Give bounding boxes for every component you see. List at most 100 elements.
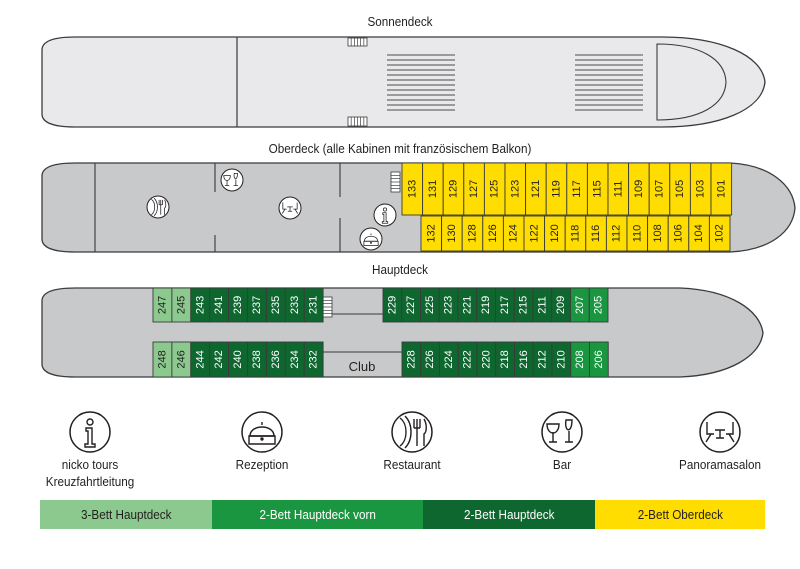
cabin-117[interactable]: 117 [566, 162, 588, 216]
cabin-225[interactable]: 225 [420, 287, 440, 323]
cabin-212[interactable]: 212 [532, 341, 553, 378]
cabin-121[interactable]: 121 [525, 162, 547, 216]
cabin-number: 126 [487, 224, 499, 242]
cabin-226[interactable]: 226 [420, 341, 440, 378]
cabin-116[interactable]: 116 [585, 215, 607, 252]
cabin-number: 102 [714, 224, 726, 242]
cabin-220[interactable]: 220 [476, 341, 497, 378]
cabin-235[interactable]: 235 [265, 287, 286, 323]
cabin-211[interactable]: 211 [532, 287, 553, 323]
cabin-number: 127 [468, 180, 480, 198]
cabin-210[interactable]: 210 [551, 341, 572, 378]
cabin-238[interactable]: 238 [247, 341, 267, 378]
cabin-110[interactable]: 110 [626, 215, 649, 252]
cabin-106[interactable]: 106 [667, 215, 690, 252]
sonnendeck-title: Sonnendeck [367, 14, 433, 29]
cabin-127[interactable]: 127 [463, 162, 485, 216]
cabin-number: 221 [461, 296, 473, 314]
cabin-number: 235 [270, 296, 282, 314]
cabin-247[interactable]: 247 [152, 287, 173, 323]
cabin-128[interactable]: 128 [461, 215, 484, 252]
cabin-124[interactable]: 124 [502, 215, 525, 252]
cabin-number: 132 [425, 224, 437, 242]
hauptdeck-title: Hauptdeck [372, 262, 428, 277]
cabin-206[interactable]: 206 [589, 341, 609, 378]
cabin-219[interactable]: 219 [476, 287, 496, 323]
cabin-120[interactable]: 120 [544, 215, 566, 252]
cabin-231[interactable]: 231 [303, 287, 324, 323]
cabin-228[interactable]: 228 [401, 341, 422, 378]
cabin-217[interactable]: 217 [495, 287, 515, 323]
cabin-number: 244 [194, 350, 206, 368]
cabin-number: 217 [499, 296, 511, 314]
oberdeck-facility-icons [146, 168, 397, 251]
cabin-241[interactable]: 241 [209, 287, 230, 323]
cabin-234[interactable]: 234 [284, 341, 305, 378]
cabin-number: 104 [693, 224, 705, 242]
cabin-122[interactable]: 122 [523, 215, 546, 252]
cabin-132[interactable]: 132 [420, 215, 443, 252]
cabin-245[interactable]: 245 [171, 287, 192, 323]
cabin-number: 226 [424, 350, 436, 368]
cabin-133[interactable]: 133 [401, 162, 424, 216]
cabin-221[interactable]: 221 [457, 287, 478, 323]
cabin-243[interactable]: 243 [190, 287, 211, 323]
cabin-115[interactable]: 115 [586, 162, 609, 216]
cabin-209[interactable]: 209 [551, 287, 571, 323]
cabin-111[interactable]: 111 [607, 162, 630, 216]
cabin-number: 128 [467, 224, 479, 242]
cabin-239[interactable]: 239 [228, 287, 248, 323]
cabin-104[interactable]: 104 [688, 215, 710, 252]
cabin-103[interactable]: 103 [689, 162, 712, 216]
cabin-105[interactable]: 105 [669, 162, 691, 216]
cabin-229[interactable]: 229 [382, 287, 403, 323]
cabin-242[interactable]: 242 [209, 341, 230, 378]
reception-bell-icon [359, 227, 383, 251]
cabin-108[interactable]: 108 [647, 215, 669, 252]
cabin-box [708, 215, 731, 252]
cabin-126[interactable]: 126 [482, 215, 504, 252]
cabin-240[interactable]: 240 [228, 341, 248, 378]
cabin-130[interactable]: 130 [441, 215, 463, 252]
cabin-number: 237 [251, 296, 263, 314]
cabin-125[interactable]: 125 [483, 162, 506, 216]
cabin-232[interactable]: 232 [303, 341, 324, 378]
cabin-216[interactable]: 216 [514, 341, 534, 378]
cabin-215[interactable]: 215 [513, 287, 534, 323]
cabin-236[interactable]: 236 [265, 341, 286, 378]
cabin-123[interactable]: 123 [504, 162, 527, 216]
cabin-248[interactable]: 248 [152, 341, 173, 378]
cabin-218[interactable]: 218 [495, 341, 515, 378]
cabin-112[interactable]: 112 [605, 215, 628, 252]
cabin-number: 236 [270, 350, 282, 368]
cabin-205[interactable]: 205 [588, 287, 609, 323]
cabin-222[interactable]: 222 [457, 341, 478, 378]
category-label: 2-Bett Hauptdeck vorn [259, 507, 376, 522]
cabin-129[interactable]: 129 [442, 162, 465, 216]
cabin-246[interactable]: 246 [171, 341, 192, 378]
cabin-227[interactable]: 227 [401, 287, 421, 323]
cabin-119[interactable]: 119 [545, 162, 568, 216]
cabin-131[interactable]: 131 [422, 162, 444, 216]
cabin-237[interactable]: 237 [247, 287, 267, 323]
cabin-109[interactable]: 109 [628, 162, 650, 216]
stairs-icon [322, 296, 333, 318]
cabin-233[interactable]: 233 [284, 287, 305, 323]
cabin-box [588, 287, 609, 323]
cabin-number: 205 [593, 296, 605, 314]
cabin-244[interactable]: 244 [190, 341, 211, 378]
cabin-107[interactable]: 107 [648, 162, 671, 216]
cabin-207[interactable]: 207 [570, 287, 590, 323]
stairs-icon [390, 171, 401, 193]
cabin-101[interactable]: 101 [710, 162, 733, 216]
cabin-208[interactable]: 208 [570, 341, 590, 378]
category-3bett: 3-Bett Hauptdeck [40, 500, 212, 529]
cabin-223[interactable]: 223 [438, 287, 459, 323]
panorama-lounge-icon [699, 411, 741, 453]
cabin-224[interactable]: 224 [439, 341, 459, 378]
cabin-118[interactable]: 118 [564, 215, 587, 252]
cabin-102[interactable]: 102 [708, 215, 731, 252]
category-2bettvorn: 2-Bett Hauptdeck vorn [212, 500, 423, 529]
